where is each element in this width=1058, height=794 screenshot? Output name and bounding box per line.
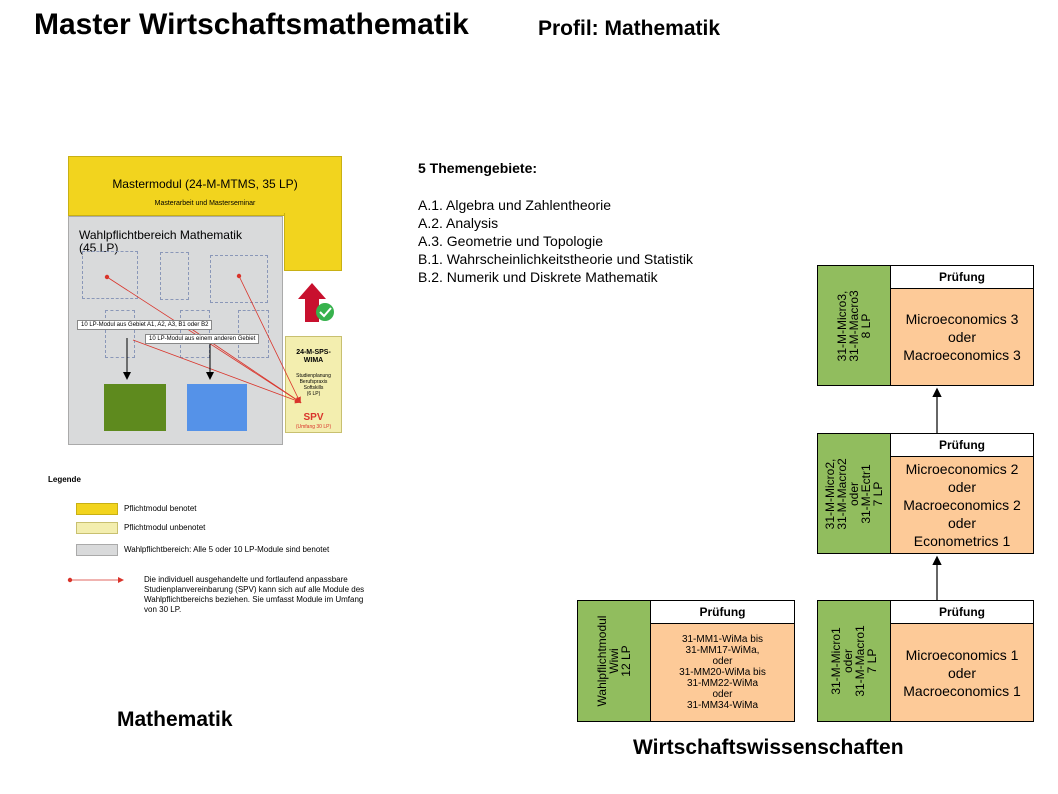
module-block-blue [187,384,247,431]
spv-arrow-origin [104,274,110,280]
econ-module-wiwi: Wahlpflichtmodul Wiwi 12 LP Prüfung 31-M… [577,600,795,722]
module-content: 31-MM1-WiMa bis 31-MM17-WiMa, oder 31-MM… [651,624,794,721]
checkmark-icon [316,303,334,321]
master-module-extension [284,213,342,271]
module-side-label: Wahlpflichtmodul Wiwi 12 LP [578,601,651,721]
topic-item: A.1. Algebra und Zahlentheorie [418,197,612,213]
sps-module-description: Studienplanung Berufspraxis Softskills (… [296,373,331,397]
sps-module-title: 24-M-SPS- WIMA [296,349,331,364]
master-module-box: Mastermodul (24-M-MTMS, 35 LP) Masterarb… [68,156,342,216]
master-module-subtitle: Masterarbeit und Masterseminar [154,200,256,207]
spv-arrow-origin [236,273,242,279]
legend-spv-arrow [67,577,124,583]
page-title: Master Wirtschaftsmathematik [34,8,469,41]
legend-item: Die individuell ausgehandelte und fortla… [144,575,365,614]
module-content: Microeconomics 1 oder Macroeconomics 1 [891,624,1033,721]
elective-area-title: Wahlpflichtbereich Mathematik (45 LP) [79,228,242,255]
topic-item: B.2. Numerik und Diskrete Mathematik [418,269,658,285]
profile-title: Profil: Mathematik [538,17,721,40]
legend-item: Pflichtmodul unbenotet [124,523,206,532]
exam-header: Prüfung [651,601,794,624]
module-side-label: 31-M-Micro3, 31-M-Macro3 8 LP [818,266,891,385]
label-10lp-math: 10 LP-Modul aus Gebiet A1, A2, A3, B1 od… [77,320,213,330]
legend-item: Pflichtmodul benotet [124,504,197,513]
legend-swatch-ungraded [76,522,118,534]
topic-item: B.1. Wahrscheinlichkeitstheorie und Stat… [418,251,693,267]
legend-title: Legende [48,475,81,484]
module-content: Microeconomics 2 oder Macroeconomics 2 o… [891,457,1033,553]
econ-module-level2: 31-M-Micro2, 31-M-Macro2 oder 31-M-Ectr1… [817,433,1034,554]
master-module-title: Mastermodul (24-M-MTMS, 35 LP) [112,177,298,191]
label-10lp-other: 10 LP-Modul aus einem anderen Gebiet [145,334,260,344]
spv-label: SPV [303,412,324,423]
spv-scope: (Umfang 30 LP) [295,424,332,430]
module-side-label: 31-M-Micro1 oder 31-M-Macro1 7 LP [818,601,891,721]
math-section-label: Mathematik [117,708,233,731]
module-placeholder [82,251,138,299]
module-block-green [104,384,166,431]
topic-item: A.2. Analysis [418,215,499,231]
sps-module-box: 24-M-SPS- WIMA Studienplanung Berufsprax… [285,336,342,433]
legend-item: Wahlpflichtbereich: Alle 5 oder 10 LP-Mo… [124,545,330,554]
spv-arrow [132,339,302,404]
economics-section-label: Wirtschaftswissenschaften [633,736,904,759]
legend-swatch-elective [76,544,118,556]
exam-header: Prüfung [891,266,1033,289]
econ-module-level1: 31-M-Micro1 oder 31-M-Macro1 7 LP Prüfun… [817,600,1034,722]
legend-swatch-graded [76,503,118,515]
topics-list: A.1. Algebra und Zahlentheorie A.2. Anal… [418,196,693,286]
topic-item: A.3. Geometrie und Topologie [418,233,603,249]
module-placeholder [160,252,189,300]
topics-heading: 5 Themengebiete: [418,160,538,176]
module-side-label: 31-M-Micro2, 31-M-Macro2 oder 31-M-Ectr1… [818,434,891,553]
module-placeholder [210,255,268,303]
econ-module-level3: 31-M-Micro3, 31-M-Macro3 8 LP Prüfung Mi… [817,265,1034,386]
module-content: Microeconomics 3 oder Macroeconomics 3 [891,289,1033,385]
elective-area-box: Wahlpflichtbereich Mathematik (45 LP) [68,216,283,445]
spv-arrow [238,275,301,404]
module-placeholder [105,310,135,358]
exam-header: Prüfung [891,434,1033,457]
exam-header: Prüfung [891,601,1033,624]
